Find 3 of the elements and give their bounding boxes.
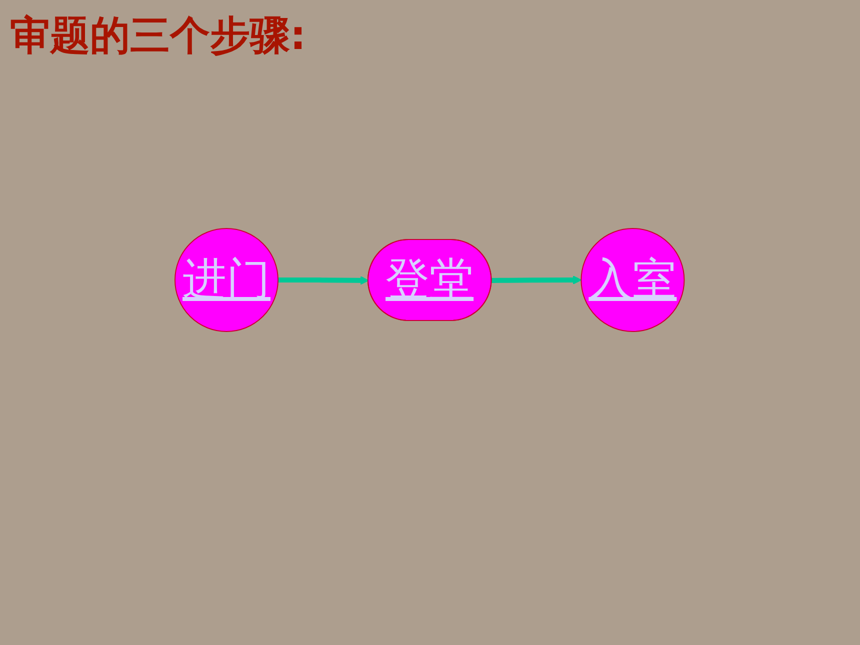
title: 审题的三个步骤: <box>10 12 306 61</box>
arrow <box>492 276 582 284</box>
arrow <box>278 276 370 285</box>
